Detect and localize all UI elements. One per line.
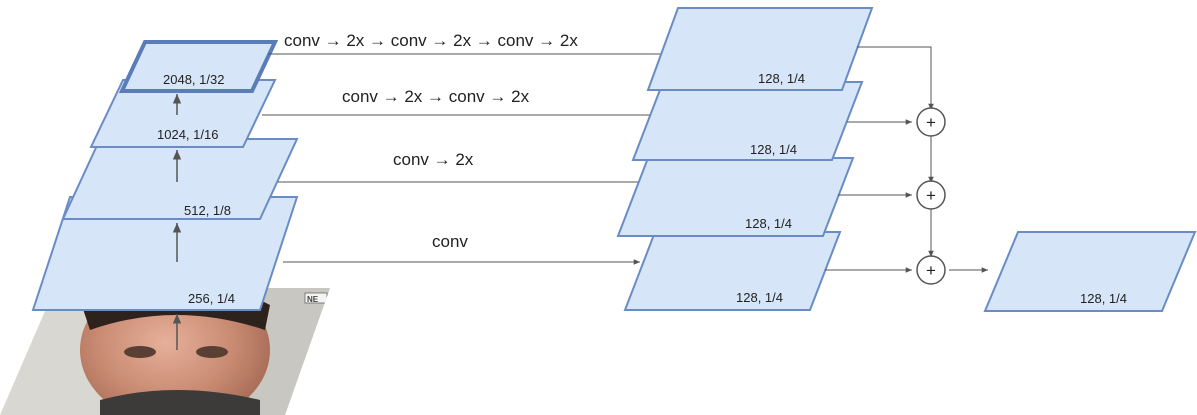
merge-line-b5 bbox=[857, 47, 931, 110]
backbone-label-c5: 2048, 1/32 bbox=[163, 72, 224, 87]
plus-icon: + bbox=[926, 113, 936, 132]
branch-ops-c3: conv → 2x bbox=[393, 150, 474, 169]
plus-icon: + bbox=[926, 261, 936, 280]
sum-node-1: + bbox=[917, 108, 945, 136]
branch-layer-b2 bbox=[625, 232, 840, 310]
branch-stack: 128, 1/4 128, 1/4 128, 1/4 128, 1/4 bbox=[618, 8, 872, 310]
image-corner-mark: NE bbox=[307, 295, 319, 304]
sum-nodes: + + + bbox=[917, 108, 945, 284]
plus-icon: + bbox=[926, 186, 936, 205]
branch-label-b4: 128, 1/4 bbox=[750, 142, 797, 157]
backbone-label-c2: 256, 1/4 bbox=[188, 291, 235, 306]
branch-ops-c4: conv → 2x → conv → 2x bbox=[342, 87, 530, 106]
output-label: 128, 1/4 bbox=[1080, 291, 1127, 306]
branch-layer-b3 bbox=[618, 158, 853, 236]
backbone-label-c4: 1024, 1/16 bbox=[157, 127, 218, 142]
output-block: 128, 1/4 bbox=[985, 232, 1195, 311]
backbone-stack: 256, 1/4 512, 1/8 1024, 1/16 2048, 1/32 bbox=[33, 42, 297, 310]
branch-ops-c2: conv bbox=[432, 232, 468, 251]
branch-label-b2: 128, 1/4 bbox=[736, 290, 783, 305]
sum-node-2: + bbox=[917, 181, 945, 209]
branch-ops-c5: conv → 2x → conv → 2x → conv → 2x bbox=[284, 31, 578, 50]
branch-label-b5: 128, 1/4 bbox=[758, 71, 805, 86]
backbone-layer-c3 bbox=[63, 139, 297, 219]
backbone-label-c3: 512, 1/8 bbox=[184, 203, 231, 218]
branch-layer-b4 bbox=[633, 82, 862, 160]
sum-node-3: + bbox=[917, 256, 945, 284]
branch-label-b3: 128, 1/4 bbox=[745, 216, 792, 231]
